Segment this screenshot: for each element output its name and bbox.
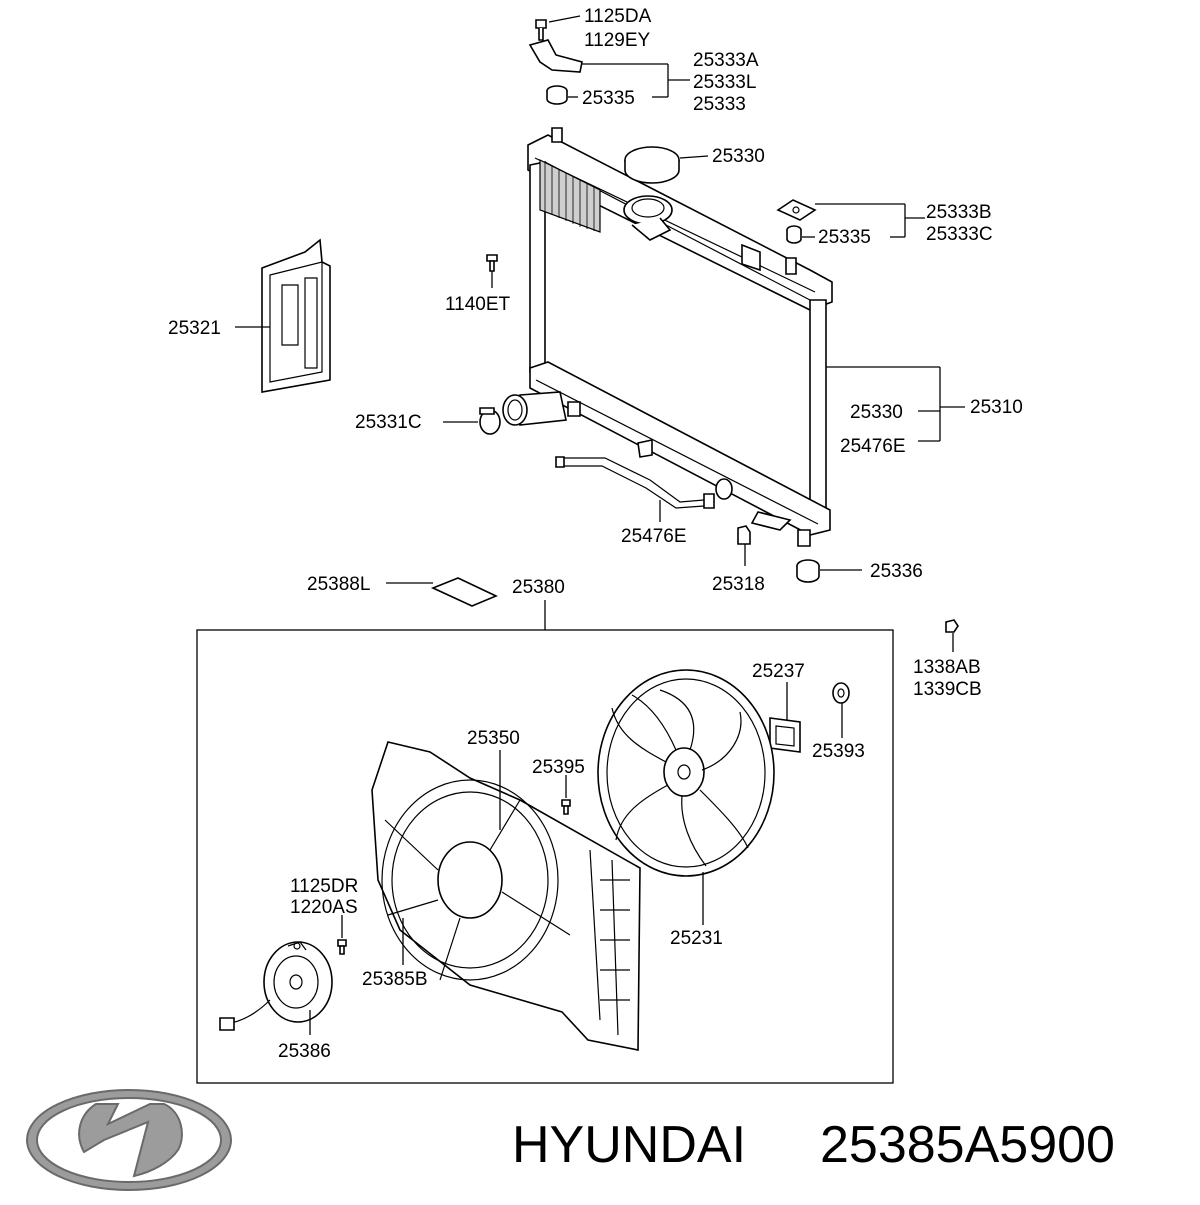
label-25395: 25395 [532, 757, 585, 778]
washer-25393 [832, 682, 850, 704]
brand-name: HYUNDAI [512, 1116, 746, 1174]
radiator [502, 127, 833, 547]
label-25386: 25386 [278, 1041, 331, 1062]
label-25333: 25333 [693, 94, 746, 115]
label-25321: 25321 [168, 318, 221, 339]
label-25318: 25318 [712, 574, 765, 595]
label-25476E-hose: 25476E [621, 526, 687, 547]
side-cover-25321 [261, 238, 331, 393]
hose-clamp [479, 407, 501, 435]
label-1129EY: 1129EY [584, 30, 651, 51]
plate-25237 [769, 717, 801, 753]
label-25333L: 25333L [693, 72, 756, 93]
right-bracket [776, 199, 817, 221]
lower-insulator [796, 559, 820, 583]
screw-1125DR [337, 939, 347, 955]
top-bracket-bolt [535, 19, 547, 41]
label-25476E-radiator: 25476E [840, 436, 906, 457]
radiator-cap [624, 146, 680, 184]
label-25310: 25310 [970, 397, 1023, 418]
fan-shroud-25350 [371, 741, 641, 1051]
label-1140ET: 1140ET [445, 294, 511, 315]
screw-25395 [561, 799, 571, 815]
label-25335-top: 25335 [582, 88, 635, 109]
screw-1140ET [486, 254, 498, 272]
label-1338AB: 1338AB [913, 657, 981, 678]
label-1125DA: 1125DA [584, 6, 652, 27]
label-25330-cap: 25330 [712, 146, 765, 167]
top-insulator [546, 85, 568, 105]
label-25350: 25350 [467, 728, 520, 749]
label-25333A: 25333A [693, 50, 759, 71]
hyundai-logo [26, 1089, 232, 1191]
fan-motor-25386 [219, 941, 333, 1031]
fan-assembly-box [196, 629, 894, 1084]
top-bracket [528, 39, 583, 73]
label-25333B: 25333B [926, 202, 992, 223]
label-25333C: 25333C [926, 224, 993, 245]
drain-hose [555, 456, 715, 509]
drain-plug [737, 525, 751, 545]
label-25237: 25237 [752, 661, 805, 682]
label-1339CB: 1339CB [913, 679, 982, 700]
label-1125DR: 1125DR [290, 876, 358, 897]
label-25380: 25380 [512, 577, 565, 598]
label-25335-right: 25335 [818, 227, 871, 248]
label-25231: 25231 [670, 928, 723, 949]
right-insulator [786, 225, 802, 244]
label-25330-radiator: 25330 [850, 402, 903, 423]
label-25331C: 25331C [355, 412, 422, 433]
label-25388L: 25388L [307, 574, 370, 595]
label-25336: 25336 [870, 561, 923, 582]
nut-1338AB [945, 619, 959, 633]
fan-blade-25231 [597, 669, 775, 877]
label-25393: 25393 [812, 741, 865, 762]
label-tag-25388L [430, 577, 498, 607]
part-number: 25385A5900 [820, 1116, 1115, 1174]
label-25385B: 25385B [362, 969, 428, 990]
label-1220AS: 1220AS [290, 897, 358, 918]
